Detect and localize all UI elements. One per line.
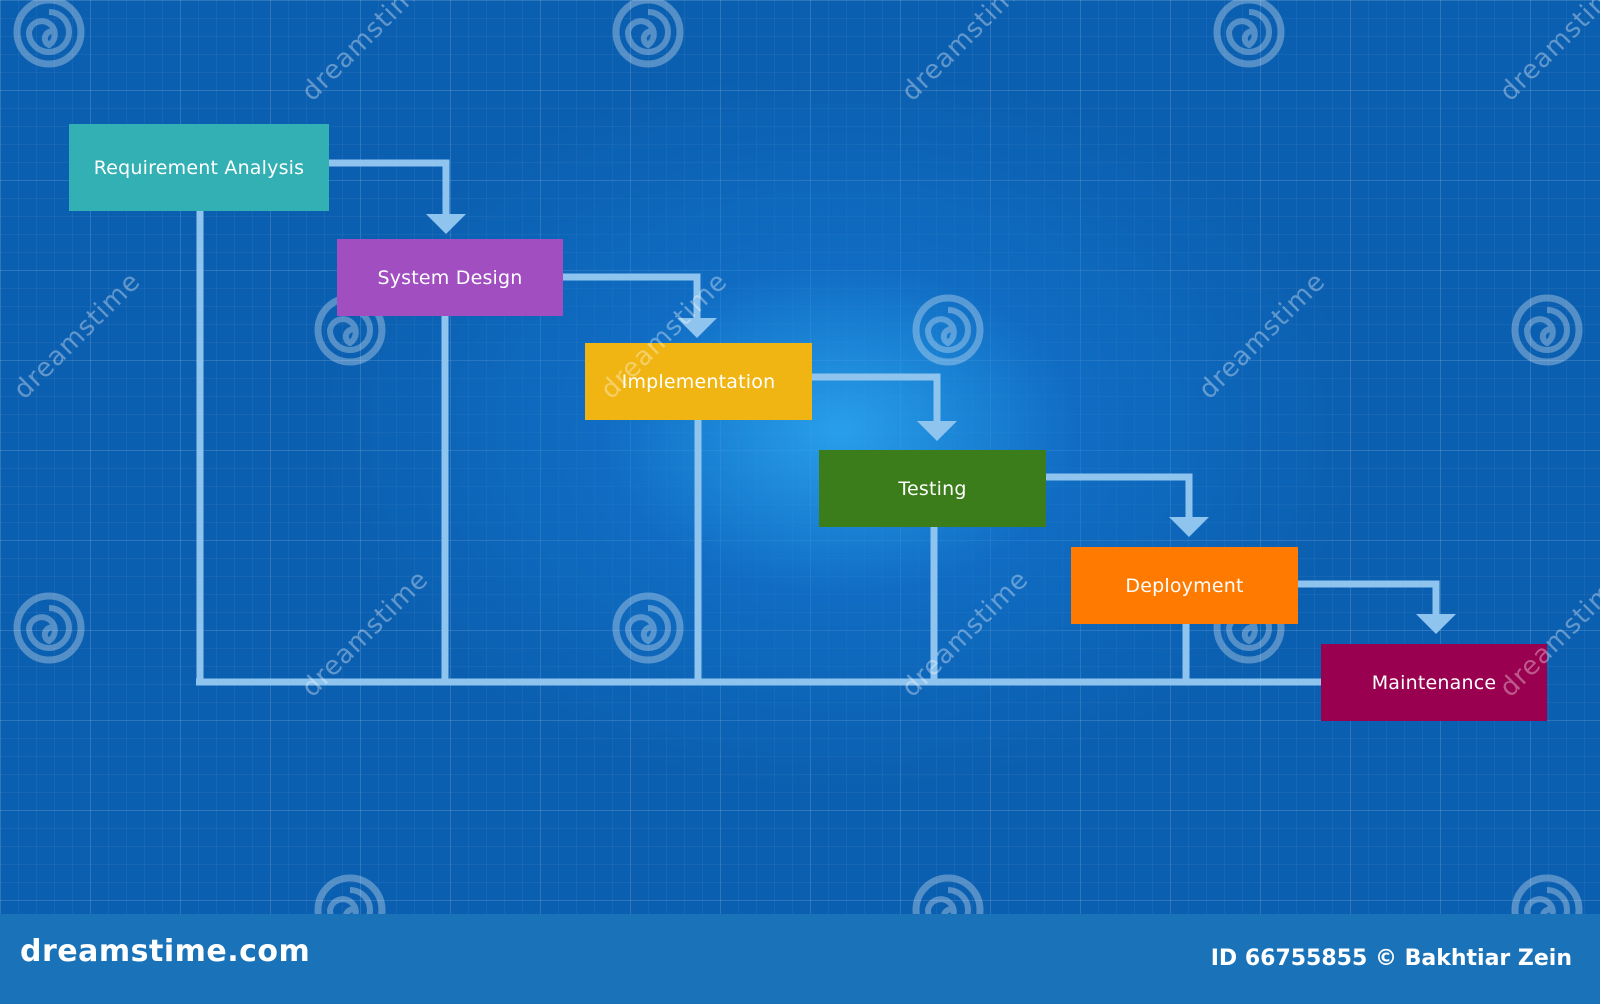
flow-line-2 xyxy=(563,273,701,319)
arrowhead-4 xyxy=(1169,517,1209,537)
stage-label: Maintenance xyxy=(1371,671,1497,694)
stage-implementation: Implementation xyxy=(585,343,812,420)
flow-line-5 xyxy=(1298,580,1440,614)
flow-line-4 xyxy=(1046,473,1193,518)
connector-lines xyxy=(196,159,1440,686)
stage-testing: Testing xyxy=(819,450,1046,527)
arrowhead-3 xyxy=(917,421,957,441)
flow-line-1 xyxy=(329,159,450,215)
diagram-canvas: Requirement Analysis System Design Imple… xyxy=(0,0,1600,914)
footer-brand-logo: dreamstime.com xyxy=(20,934,311,969)
stage-label: Testing xyxy=(898,477,967,500)
stage-label: Implementation xyxy=(621,370,776,393)
flow-line-3 xyxy=(812,373,941,422)
arrowhead-2 xyxy=(677,318,717,338)
stage-deployment: Deployment xyxy=(1071,547,1298,624)
stage-requirement-analysis: Requirement Analysis xyxy=(69,124,329,211)
stage-label: Deployment xyxy=(1125,574,1244,597)
waterfall-diagram xyxy=(0,0,1600,914)
arrowhead-1 xyxy=(426,214,466,234)
stage-maintenance: Maintenance xyxy=(1321,644,1547,721)
flow-arrowheads xyxy=(426,214,1456,634)
stage-label: System Design xyxy=(377,266,523,289)
stage-label: Requirement Analysis xyxy=(93,156,305,179)
footer-image-credit: ID 66755855 © Bakhtiar Zein xyxy=(1210,946,1572,971)
stage-system-design: System Design xyxy=(337,239,563,316)
arrowhead-5 xyxy=(1416,614,1456,634)
footer-bar: dreamstime.com ID 66755855 © Bakhtiar Ze… xyxy=(0,914,1600,1004)
